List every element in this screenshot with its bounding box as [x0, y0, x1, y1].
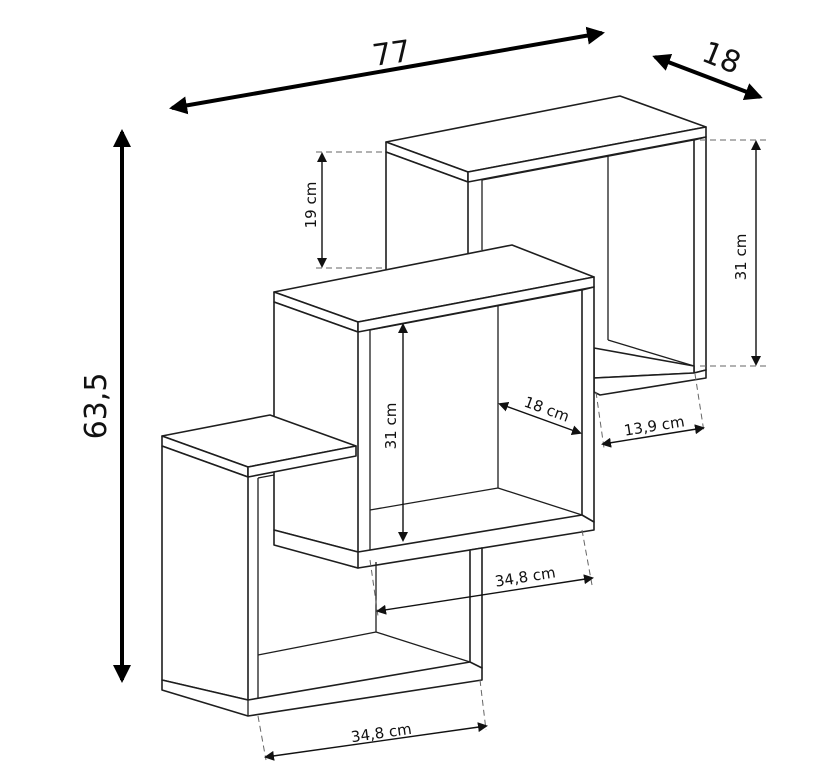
- overall-height-label: 63,5: [79, 373, 114, 440]
- top-box: [385, 95, 707, 396]
- top-box-height-label: 31 cm: [732, 234, 750, 281]
- width-arrow: [169, 26, 605, 115]
- top-box-ledge-dim: [601, 424, 705, 448]
- bottom-box-width-label: 34,8 cm: [350, 720, 413, 746]
- depth-arrow: [652, 53, 763, 101]
- middle-box-depth-dim: [498, 402, 582, 435]
- wall-shelf: [161, 95, 707, 717]
- dimension-lines: [113, 26, 770, 761]
- overall-width-label: 77: [370, 34, 413, 74]
- upper-offset-label: 19 cm: [302, 182, 320, 229]
- middle-box-width-dim: [376, 574, 594, 615]
- bottom-box: [161, 414, 483, 717]
- bottom-box-width-dim: [264, 722, 488, 761]
- middle-box-width-label: 34,8 cm: [494, 563, 557, 590]
- middle-box: [273, 244, 595, 569]
- middle-box-height-label: 31 cm: [382, 403, 400, 450]
